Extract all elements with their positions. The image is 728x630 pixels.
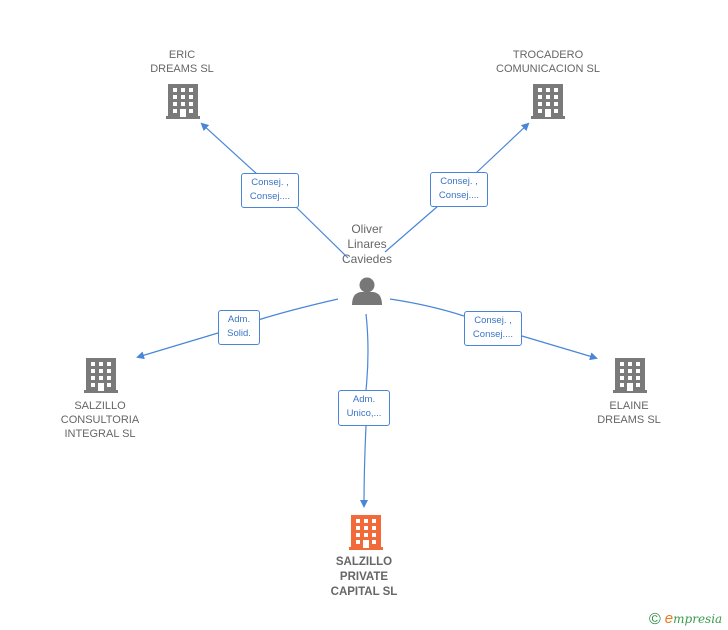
company-label-elaine[interactable]: ELAINE DREAMS SL xyxy=(597,400,661,426)
building-icon[interactable] xyxy=(84,358,118,393)
edge-role-private[interactable]: Adm. Unico,... xyxy=(338,390,390,426)
company-label-trocadero[interactable]: TROCADERO COMUNICACION SL xyxy=(496,49,600,75)
company-label-private[interactable]: SALZILLO PRIVATE CAPITAL SL xyxy=(330,556,398,598)
edge-line-eric xyxy=(200,122,259,176)
building-icon[interactable] xyxy=(166,84,200,119)
company-label-eric[interactable]: ERIC DREAMS SL xyxy=(150,49,214,75)
edge-line-elaine xyxy=(389,298,465,317)
edge-line-private xyxy=(365,313,369,391)
building-icon[interactable] xyxy=(531,84,565,119)
brand-logo-initial: e xyxy=(664,610,674,627)
edge-role-eric[interactable]: Consej. , Consej.... xyxy=(241,173,299,208)
brand-watermark: ©empresia xyxy=(649,610,722,629)
person-name[interactable]: Oliver Linares Caviedes xyxy=(341,222,393,266)
edge-line-trocadero xyxy=(475,122,530,174)
edge-line-private-lower xyxy=(360,425,369,508)
person-icon[interactable] xyxy=(352,277,382,306)
edge-line-consultoria xyxy=(257,298,339,321)
edge-role-elaine[interactable]: Consej. , Consej.... xyxy=(464,311,522,346)
edge-line-trocadero-lower xyxy=(384,205,439,253)
edge-role-consultoria[interactable]: Adm. Solid. xyxy=(218,310,260,345)
edge-line-consultoria-lower xyxy=(136,332,219,360)
copyright-symbol: © xyxy=(649,611,661,628)
edge-role-trocadero[interactable]: Consej. , Consej.... xyxy=(430,172,488,207)
edge-line-eric-lower xyxy=(295,206,349,259)
company-label-consultoria[interactable]: SALZILLO CONSULTORIA INTEGRAL SL xyxy=(60,400,140,440)
building-icon[interactable] xyxy=(613,358,647,393)
building-icon[interactable] xyxy=(349,515,383,550)
brand-name: mpresia xyxy=(673,612,723,626)
edge-line-elaine-lower xyxy=(521,335,598,361)
